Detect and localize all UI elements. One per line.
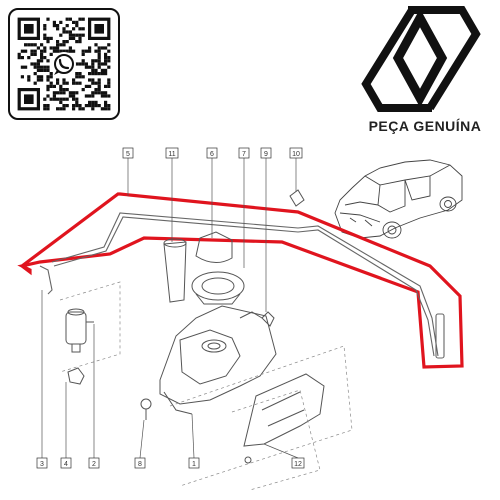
- svg-text:5: 5: [126, 151, 130, 158]
- car-illustration: [334, 159, 463, 239]
- washer-pump: [65, 308, 94, 353]
- callout-10: 10: [289, 147, 303, 159]
- reservoir-cap: [195, 231, 233, 263]
- svg-text:8: 8: [138, 461, 142, 468]
- svg-text:1: 1: [192, 461, 196, 468]
- svg-text:7: 7: [242, 151, 246, 158]
- callout-3: 3: [36, 457, 48, 469]
- svg-text:6: 6: [210, 151, 214, 158]
- callout-6: 6: [206, 147, 218, 159]
- callout-4: 4: [60, 457, 72, 469]
- svg-text:4: 4: [64, 461, 68, 468]
- svg-text:3: 3: [40, 461, 44, 468]
- svg-text:12: 12: [294, 461, 302, 468]
- pump-grommet: [67, 367, 85, 385]
- splash-shield: [243, 373, 325, 464]
- callout-5: 5: [122, 147, 134, 159]
- svg-text:10: 10: [292, 151, 300, 158]
- qr-code-card[interactable]: [8, 8, 120, 120]
- highlight-outline: [17, 192, 464, 369]
- callout-12: 12: [291, 457, 305, 469]
- svg-text:11: 11: [168, 151, 175, 158]
- callout-leaders: [41, 158, 299, 459]
- hose-clip: [261, 311, 275, 327]
- mounting-bolt: [140, 398, 152, 420]
- svg-text:2: 2: [92, 461, 96, 468]
- filler-funnel: [191, 271, 245, 305]
- callout-1: 1: [188, 457, 200, 469]
- washer-reservoir: [159, 305, 277, 415]
- hose-connector: [289, 189, 305, 207]
- callout-11: 11: [165, 147, 179, 159]
- genuine-part-label: PEÇA GENUÍNA: [368, 118, 482, 134]
- assembly-guides: [59, 281, 353, 491]
- callout-9: 9: [260, 147, 272, 159]
- svg-text:9: 9: [264, 151, 268, 158]
- callout-8: 8: [134, 457, 146, 469]
- qr-code-icon: [17, 17, 111, 111]
- washer-hose: [39, 212, 445, 359]
- callout-2: 2: [88, 457, 100, 469]
- callout-7: 7: [238, 147, 250, 159]
- reservoir-neck: [163, 238, 187, 303]
